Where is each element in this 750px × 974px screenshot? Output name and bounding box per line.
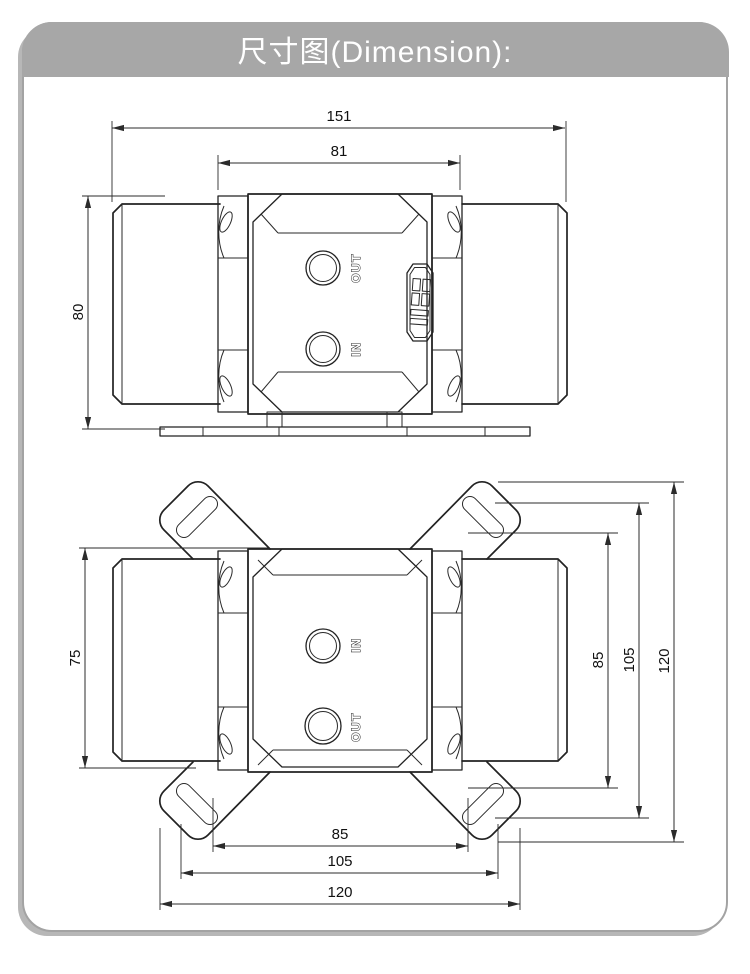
bracket-bottom-right bbox=[409, 761, 522, 841]
port-in-circle bbox=[305, 331, 341, 367]
left-motor bbox=[112, 203, 221, 405]
port-out-circle-bottom bbox=[304, 707, 342, 745]
dim-label-80: 80 bbox=[70, 304, 87, 321]
top-view: 151 81 80 bbox=[70, 108, 568, 437]
left-clamp-bottom bbox=[217, 550, 249, 771]
bracket-top-left bbox=[158, 480, 271, 560]
dim-bracket-vertical: 120 bbox=[656, 482, 678, 842]
dim-label-105-v: 105 bbox=[621, 647, 638, 672]
left-motor-bottom bbox=[112, 558, 221, 762]
right-clamp-bottom bbox=[431, 550, 463, 771]
dim-label-75: 75 bbox=[67, 650, 84, 667]
brand-logo-icon bbox=[406, 263, 434, 342]
card-header: 尺寸图(Dimension): bbox=[21, 21, 729, 77]
dim-label-120-v: 120 bbox=[656, 648, 673, 673]
base-plate bbox=[159, 426, 531, 437]
port-out-label: OUT bbox=[349, 253, 363, 283]
leader-lines-right bbox=[468, 481, 684, 843]
dim-bracket-horizontal: 120 bbox=[159, 828, 521, 910]
port-in-label: IN bbox=[349, 342, 363, 357]
dim-label-81: 81 bbox=[331, 143, 348, 160]
bracket-bottom-left bbox=[158, 761, 271, 841]
dim-body-width: 81 bbox=[217, 143, 461, 190]
dim-label-85-h: 85 bbox=[332, 826, 349, 843]
port-in-label-bottom: IN bbox=[349, 638, 363, 653]
dim-label-151: 151 bbox=[326, 108, 351, 125]
right-motor bbox=[461, 203, 568, 405]
right-motor-bottom bbox=[461, 558, 568, 762]
dim-label-85-v: 85 bbox=[590, 652, 607, 669]
dim-label-105-h: 105 bbox=[327, 853, 352, 870]
bottom-view: IN OUT 75 85 105 1 bbox=[67, 480, 684, 910]
left-clamp bbox=[217, 195, 249, 413]
dim-slot-outer-vertical: 105 bbox=[621, 503, 643, 818]
dimension-card: 尺寸图(Dimension): bbox=[21, 21, 729, 932]
dim-height-75: 75 bbox=[67, 547, 268, 769]
page-title: 尺寸图(Dimension): bbox=[237, 36, 513, 69]
dim-slot-outer-horizontal: 105 bbox=[180, 824, 499, 879]
port-out-label-bottom: OUT bbox=[349, 712, 363, 742]
dim-label-120-h: 120 bbox=[327, 884, 352, 901]
dim-overall-width: 151 bbox=[111, 108, 567, 202]
dim-height-80: 80 bbox=[70, 195, 165, 430]
pump-body-top: OUT IN bbox=[247, 193, 434, 428]
dim-slot-inner-horizontal: 85 bbox=[212, 798, 469, 852]
port-out-circle bbox=[305, 250, 341, 286]
bracket-top-right bbox=[409, 480, 522, 560]
pump-body-bottom: IN OUT bbox=[247, 548, 433, 773]
port-in-circle-bottom bbox=[305, 628, 341, 664]
right-clamp bbox=[431, 195, 463, 413]
dim-slot-inner-vertical: 85 bbox=[590, 533, 612, 788]
